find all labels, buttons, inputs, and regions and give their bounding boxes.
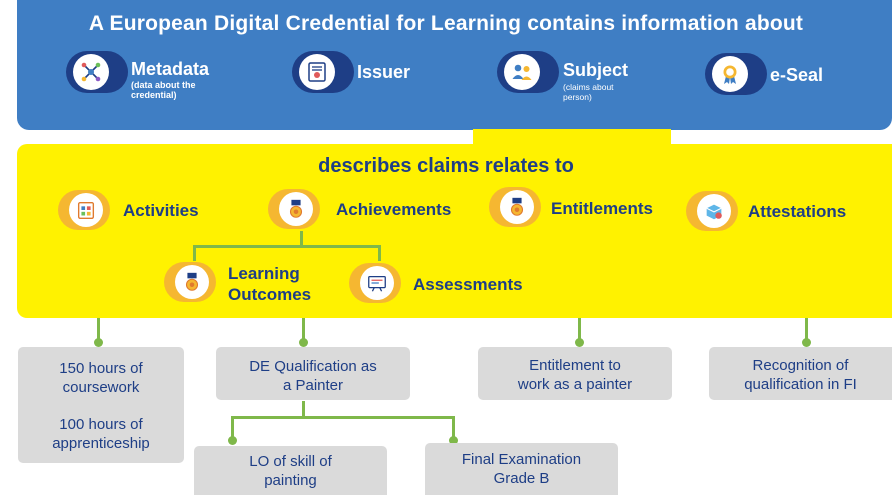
activities-example-line4: apprenticeship xyxy=(52,435,150,452)
lo-branch xyxy=(231,416,234,439)
achievement-example-line1: DE Qualification as xyxy=(249,358,377,375)
lo-connector-dot xyxy=(228,436,237,445)
learning-outcomes-branch xyxy=(193,245,196,261)
credential-info-title: A European Digital Credential for Learni… xyxy=(88,12,804,35)
learning-outcomes-label-line2: Outcomes xyxy=(228,285,312,304)
metadata-label: Metadata xyxy=(131,59,210,79)
activities-example-line2: coursework xyxy=(62,379,140,396)
achievements-pill xyxy=(268,189,320,229)
activities-connector xyxy=(97,318,100,340)
attestation-example-box: Recognition of qualification in FI xyxy=(709,347,892,400)
achievements-branch-bar xyxy=(193,245,381,248)
activities-example-box: 150 hours of coursework 100 hours of app… xyxy=(18,347,184,463)
entitlements-connector xyxy=(578,318,581,340)
entitlement-example-line2: work as a painter xyxy=(517,376,633,393)
eseal-pill xyxy=(705,53,767,95)
learning-outcome-example-line1: LO of skill of xyxy=(249,453,332,470)
qualification-branch-stem xyxy=(302,401,305,418)
network-nodes-icon xyxy=(73,54,109,90)
learning-outcome-example-box: LO of skill of painting xyxy=(194,446,387,495)
medal-icon xyxy=(279,192,313,226)
clipboard-icon xyxy=(69,193,103,227)
learning-outcomes-label-line1: Learning xyxy=(228,264,300,283)
subject-pill xyxy=(497,51,559,93)
exam-branch xyxy=(452,416,455,439)
achievements-connector xyxy=(302,318,305,340)
activities-example-line3: 100 hours of xyxy=(59,416,143,433)
attestations-pill xyxy=(686,191,738,231)
assessment-board-icon xyxy=(360,266,394,300)
activities-pill xyxy=(58,190,110,230)
learning-outcomes-label: Learning Outcomes xyxy=(228,263,311,305)
attestation-example-line2: qualification in FI xyxy=(744,376,857,393)
activities-connector-dot xyxy=(94,338,103,347)
attestations-connector xyxy=(805,318,808,340)
band-connector xyxy=(473,129,671,145)
metadata-pill xyxy=(66,51,128,93)
subject-label: Subject xyxy=(563,60,629,80)
entitlement-example-line1: Entitlement to xyxy=(529,357,621,374)
attestations-connector-dot xyxy=(802,338,811,347)
achievements-connector-dot xyxy=(299,338,308,347)
assessment-example-line2: Grade B xyxy=(493,470,550,487)
assessments-branch xyxy=(378,245,381,261)
medal-icon xyxy=(500,190,534,224)
activities-example-line1: 150 hours of xyxy=(59,360,143,377)
issuer-pill xyxy=(292,51,354,93)
learning-outcome-example-line2: painting xyxy=(264,472,317,489)
claims-band xyxy=(17,144,892,318)
learning-outcomes-pill xyxy=(164,262,216,302)
exam-connector-dot xyxy=(449,436,458,445)
attestation-example-line1: Recognition of xyxy=(752,357,849,374)
eseal-label: e-Seal xyxy=(770,65,824,85)
people-icon xyxy=(504,54,540,90)
medal-icon xyxy=(175,265,209,299)
certificate-icon xyxy=(299,54,335,90)
assessment-example-box: Final Examination Grade B xyxy=(425,443,618,495)
assessment-example-line1: Final Examination xyxy=(461,451,582,468)
assessments-label: Assessments xyxy=(413,275,523,294)
achievement-example-box: DE Qualification as a Painter xyxy=(216,347,410,400)
subject-sublabel: (claims about person) xyxy=(563,82,614,102)
entitlements-connector-dot xyxy=(575,338,584,347)
qualification-branch-bar xyxy=(231,416,455,419)
issuer-label: Issuer xyxy=(357,62,411,82)
entitlements-pill xyxy=(489,187,541,227)
entitlement-example-box: Entitlement to work as a painter xyxy=(478,347,672,400)
entitlements-label: Entitlements xyxy=(551,199,654,218)
achievement-example-line2: a Painter xyxy=(282,377,344,394)
activities-label: Activities xyxy=(123,201,199,220)
achievements-label: Achievements xyxy=(336,200,452,219)
claims-title: describes claims relates to xyxy=(318,155,574,177)
box-badge-icon xyxy=(697,194,731,228)
attestations-label: Attestations xyxy=(748,202,847,221)
achievements-branch-stem xyxy=(300,231,303,247)
seal-badge-icon xyxy=(712,56,748,92)
assessments-pill xyxy=(349,263,401,303)
metadata-sublabel: (data about the credential) xyxy=(131,80,196,100)
